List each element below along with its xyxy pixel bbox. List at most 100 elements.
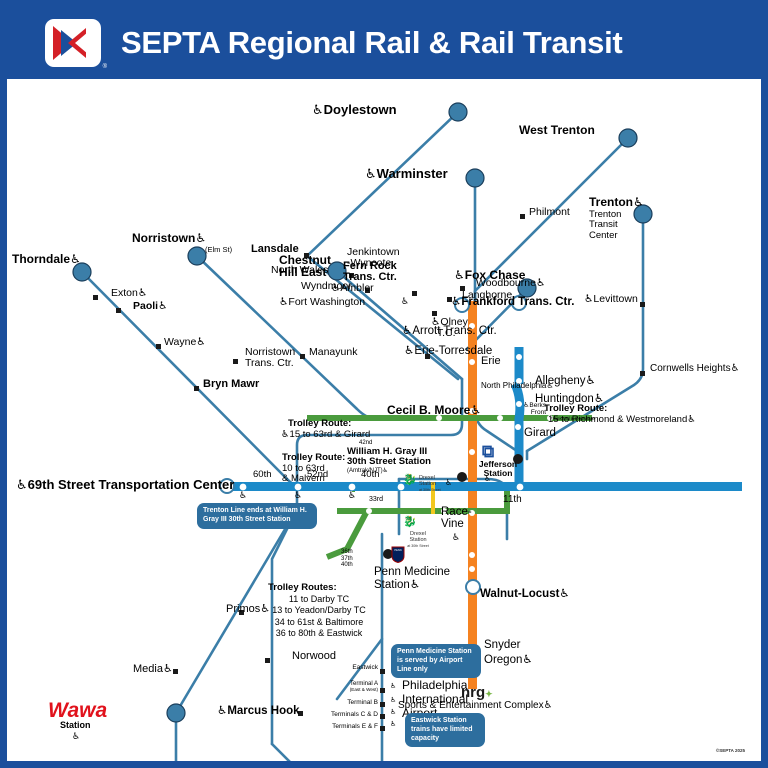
terminal-dot-chestnut-hill-east — [327, 261, 347, 281]
station-dot-terminals-cd — [380, 714, 385, 719]
label-norwood: Norwood — [292, 650, 337, 662]
label-warminster: ♿Warminster — [365, 166, 448, 182]
station-dot-manayunk — [300, 354, 305, 359]
label-42nd: 42nd — [359, 440, 373, 446]
station-dot-terminals-ef — [380, 726, 385, 731]
label-exton: Exton♿ — [111, 287, 148, 299]
label-norristown: Norristown♿ — [132, 231, 207, 245]
label-doylestown: ♿Doylestown — [312, 102, 397, 118]
label-terminals-cd: Terminals C & D — [331, 711, 378, 718]
station-dot-paoli — [116, 308, 121, 313]
label-levittown: ♿Levittown — [584, 293, 638, 305]
terminal-dot-warminster — [465, 168, 485, 188]
label-eastwick: Eastwick — [352, 664, 378, 671]
drexel-dragon-icon-1: 🐉 — [403, 474, 417, 486]
label-nrg-caption: Sports & Entertainment Complex♿ — [398, 700, 553, 711]
label-wayne: Wayne♿ — [164, 336, 206, 348]
trolley-route-15-girard-heading: Trolley Route: — [288, 418, 352, 429]
station-dot-ambler — [412, 291, 417, 296]
label-race-vine: Race-Vine — [441, 506, 472, 530]
label-terminals-ef: Terminals E & F — [332, 723, 378, 730]
icon-52nd-accessible: ♿ — [294, 491, 303, 501]
nrg-logo: nrg✦ — [461, 684, 493, 701]
broad-street-line — [468, 301, 477, 689]
trolley-route-10-text: 10 to 63rd& Malvern — [282, 463, 325, 485]
label-ambler: ♿Ambler — [331, 282, 374, 294]
label-philmont: Philmont — [529, 206, 570, 218]
penn-shield-icon: PENN — [391, 546, 405, 567]
trolley-subway — [325, 489, 510, 560]
label-allegheny: Allegheny♿ — [535, 373, 596, 387]
station-dot-norristown-tc — [233, 359, 238, 364]
station-dot-fort-washington — [432, 311, 437, 316]
label-norristown-sub: (Elm St) — [205, 245, 233, 254]
trolley-routes-darby-heading: Trolley Routes: — [268, 582, 337, 593]
label-cecil-b-moore: Cecil B. Moore♿ — [387, 403, 482, 417]
label-lansdale: Lansdale — [251, 243, 299, 255]
icon-60th-accessible: ♿ — [239, 491, 248, 501]
svg-text:PENN: PENN — [394, 548, 401, 552]
station-dot-media — [173, 669, 178, 674]
callout-penn-medicine: Penn Medicine Station is served by Airpo… — [391, 644, 481, 679]
station-dot-terminal-a — [380, 688, 385, 693]
station-dot-wayne — [156, 344, 161, 349]
label-girard: Girard — [524, 427, 556, 439]
station-markers — [72, 102, 653, 731]
race-vine-accessible-icon: ♿ — [452, 533, 461, 543]
page-title: SEPTA Regional Rail & Rail Transit — [121, 25, 623, 60]
label-jenkintown: Jenkintown-Wyncote — [347, 246, 400, 269]
label-media: Media♿ — [133, 662, 173, 675]
label-olney-tc: ♿Olney T.C. — [431, 316, 468, 339]
station-dot-69th-street — [219, 478, 235, 494]
label-wyndmoor: Wyndmoor — [301, 280, 352, 292]
station-dot-norwood — [265, 658, 270, 663]
label-manayunk: Manayunk — [309, 346, 358, 358]
label-erie-torresdale: ♿Erie-Torresdale — [404, 343, 493, 357]
trolley-route-15-richmond-text: 15 to Richmond & Westmoreland♿ — [548, 414, 696, 425]
label-north-wales: North Wales — [271, 264, 329, 276]
terminal-dot-west-trenton — [618, 128, 638, 148]
label-33rd: 33rd — [369, 496, 384, 503]
station-dot-marcus-hook — [298, 711, 303, 716]
icon-acc-terminals-cd: ♿ — [390, 708, 397, 716]
label-huntingdon: Huntingdon♿ — [535, 391, 605, 405]
icon-40th-accessible: ♿ — [348, 491, 357, 501]
station-dot-terminal-b — [380, 702, 385, 707]
wawa-accessible-icon: ♿ — [72, 732, 81, 742]
registered-mark: ® — [102, 64, 107, 70]
label-69th-street: ♿69th Street Transportation Center — [16, 477, 235, 493]
station-dot-wyndmoor — [365, 288, 370, 293]
label-cornwells-heights: Cornwells Heights♿ — [650, 363, 740, 374]
jefferson-accessible-icon: ♿ — [484, 474, 492, 483]
wawa-logo: Wawa — [48, 699, 108, 722]
label-fox-chase: ♿Fox Chase — [454, 268, 526, 282]
station-dot-nrg — [465, 579, 481, 595]
trolley-route-15-girard-text: ♿15 to 63rd & Girard — [281, 429, 371, 440]
station-dot-lansdale — [304, 253, 309, 258]
label-woodbourne: Woodbourne♿ — [476, 277, 546, 289]
fern-rock-accessible-icon: ♿ — [401, 297, 410, 307]
trolley-route-15-richmond-heading: Trolley Route: — [544, 403, 608, 414]
terminal-dot-fox-chase — [517, 278, 537, 298]
label-wawa-station: Station — [60, 720, 91, 730]
station-dot-bryn-mawr — [194, 386, 199, 391]
station-dot-north-wales — [349, 273, 354, 278]
label-marcus-hook: ♿Marcus Hook — [217, 703, 300, 717]
label-thorndale: Thorndale♿ — [12, 252, 81, 266]
label-walnut-locust: Walnut-Locust♿ — [480, 586, 570, 600]
label-frankford-delaware: Frankford & Delaware — [550, 416, 595, 421]
station-dot-penn-medicine — [383, 549, 393, 559]
label-north-philadelphia: North Philadelphia♿ — [481, 381, 554, 390]
terminal-dot-doylestown — [448, 102, 468, 122]
station-dot-exton — [93, 295, 98, 300]
label-west-trenton: West Trenton — [519, 123, 595, 137]
septa-logo-icon: ® — [45, 19, 107, 70]
station-dot-langhorne — [447, 297, 452, 302]
label-bryn-mawr: Bryn Mawr — [203, 378, 260, 390]
icon-acc-terminal-b: ♿ — [390, 696, 397, 704]
